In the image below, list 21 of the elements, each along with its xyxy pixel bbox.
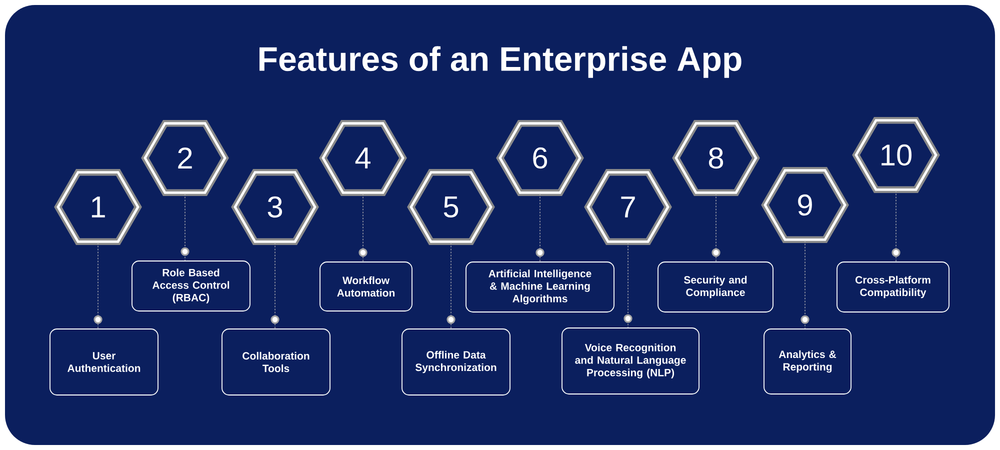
feature-box: Cross-Platform Compatibility	[836, 262, 950, 312]
feature-box: Workflow Automation	[320, 262, 412, 312]
feature-box: Artificial Intelligence & Machine Learning Algorithms	[466, 262, 614, 312]
feature-box: Security and Compliance	[658, 262, 774, 312]
leader-line	[624, 242, 632, 328]
feature-box: Role Based Access Control (RBAC)	[132, 260, 250, 312]
feature-box: Analytics & Reporting	[764, 328, 852, 394]
feature-box: User Authentication	[50, 328, 158, 396]
leader-line	[892, 190, 900, 262]
feature-box: Voice Recognition and Natural Language Processing (NLP)	[562, 328, 700, 394]
leader-line	[358, 193, 368, 262]
leader-line	[446, 242, 456, 329]
feature-box: Collaboration Tools	[222, 328, 330, 396]
leader-line	[180, 193, 190, 261]
leader-line	[800, 240, 810, 329]
title: Features of an Enterprise App	[260, 46, 742, 78]
leader-line	[536, 193, 544, 262]
leader-line	[712, 193, 720, 262]
feature-box: Offline Data Synchronization	[402, 328, 510, 396]
leader-line	[94, 242, 102, 329]
leader-line	[270, 242, 280, 329]
